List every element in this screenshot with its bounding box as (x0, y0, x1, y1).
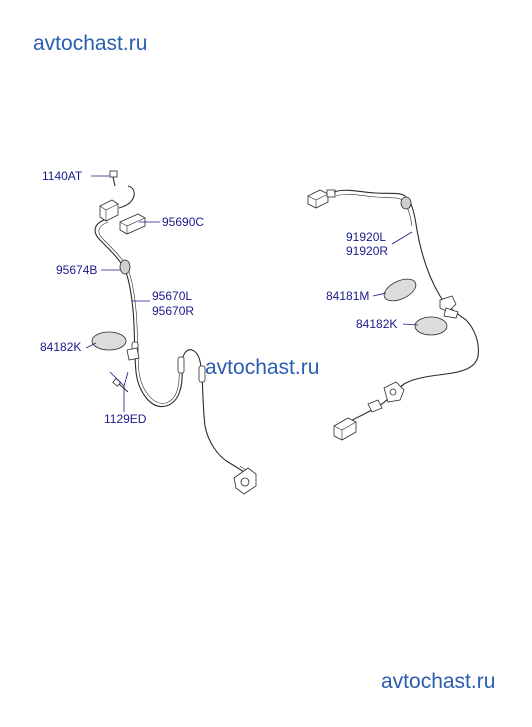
leader-lines (85, 175, 419, 412)
label-84182k-right: 84182K (356, 317, 397, 331)
sensor-head-left (233, 465, 257, 495)
label-95690c: 95690C (162, 215, 204, 229)
connector-right-top (307, 189, 336, 209)
connector-right-bottom (333, 417, 357, 441)
label-1129ed: 1129ED (104, 412, 147, 426)
label-91920l: 91920L (346, 230, 386, 244)
left-sensor-assembly (91, 170, 257, 495)
label-95670r: 95670R (152, 304, 194, 318)
cable-91920 (333, 189, 479, 425)
connector-top (99, 185, 135, 222)
watermark-middle: avtochast.ru (205, 356, 320, 379)
pad-84181m (383, 278, 417, 302)
label-84181m: 84181M (326, 289, 369, 303)
right-cable-assembly (307, 189, 479, 441)
pad-84182k-left (91, 331, 127, 351)
label-84182k-left: 84182K (40, 340, 81, 354)
bolt-1140at (109, 170, 118, 187)
label-95674b: 95674B (56, 263, 97, 277)
watermark-bottom: avtochast.ru (381, 670, 496, 693)
label-1140at: 1140AT (42, 169, 83, 183)
grommet-95674b (119, 259, 131, 275)
label-91920r: 91920R (346, 244, 388, 258)
clip-95690c (119, 213, 146, 235)
screw-1129ed (112, 377, 129, 393)
watermark-top: avtochast.ru (33, 32, 148, 55)
bracket-right-bottom (367, 381, 405, 413)
label-95670l: 95670L (152, 289, 192, 303)
pad-84182k-right (414, 316, 448, 336)
